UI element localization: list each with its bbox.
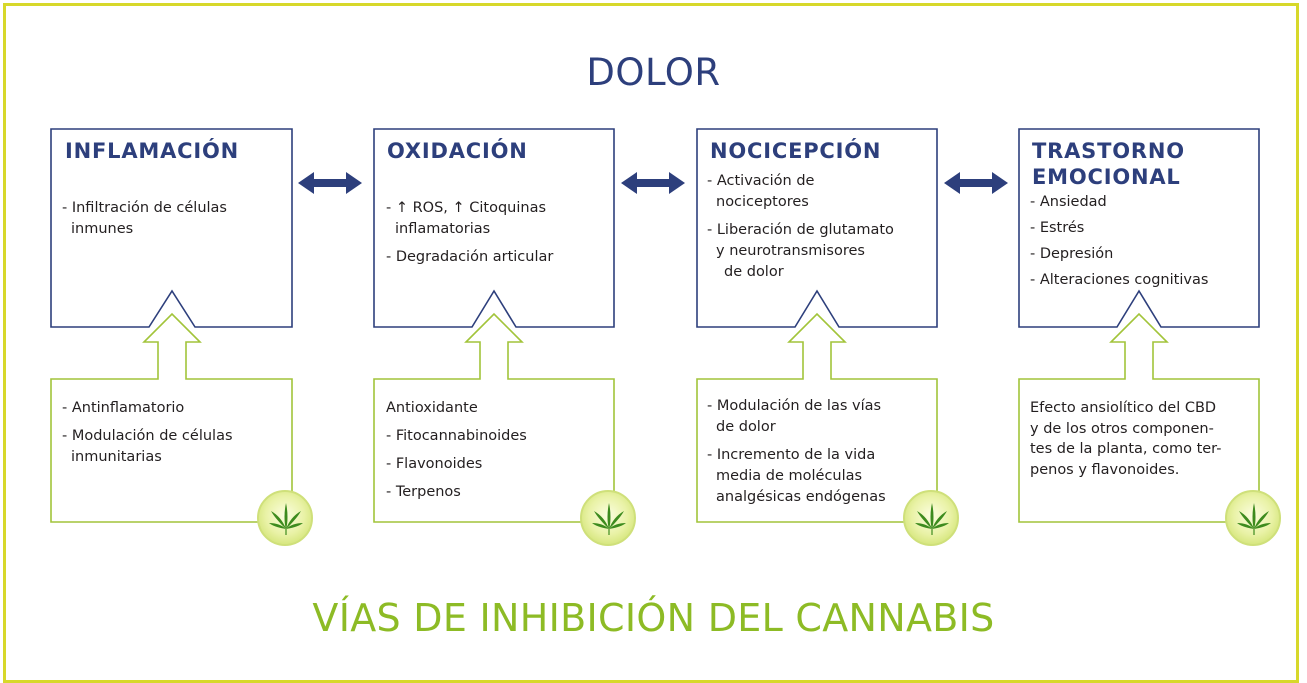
- list-item: - Alteraciones cognitivas: [1030, 272, 1209, 288]
- cannabis-list: - Antinflamatorio - Modulación de célula…: [62, 398, 282, 475]
- column-title: INFLAMACIÓN: [65, 139, 239, 163]
- list-item: - Ansiedad: [1030, 194, 1107, 210]
- effect-list: - Ansiedad - Estrés - Depresión - Altera…: [1030, 192, 1252, 298]
- list-item: - Terpenos: [386, 484, 461, 500]
- outer-frame: [3, 3, 1299, 683]
- cannabis-list: - Modulación de las vías de dolor - Incr…: [707, 396, 932, 515]
- column-1-shapes: [50, 128, 293, 523]
- list-item: - Modulación de las vías de dolor: [707, 398, 882, 435]
- list-item: - Depresión: [1030, 246, 1114, 262]
- column-title: TRASTORNO EMOCIONAL: [1032, 139, 1185, 189]
- effect-box-3: [696, 128, 938, 328]
- cannabis-list: Efecto ansiolítico del CBD y de los otro…: [1030, 398, 1252, 487]
- effect-list: - ↑ ROS, ↑ Citoquinas inflamatorias - De…: [386, 198, 608, 275]
- effect-box-4: [1018, 128, 1260, 328]
- list-item: - Infiltración de células inmunes: [62, 200, 227, 237]
- cannabis-box-1: [50, 312, 293, 523]
- list-item: - Degradación articular: [386, 249, 554, 265]
- column-title: NOCICEPCIÓN: [710, 139, 882, 163]
- effect-box-2: [373, 128, 615, 328]
- column-2-shapes: [373, 128, 615, 523]
- page-title: DOLOR: [586, 51, 721, 94]
- list-item: - Activación de nociceptores: [707, 173, 815, 210]
- list-item: - Estrés: [1030, 220, 1085, 236]
- effect-list: - Infiltración de células inmunes: [62, 198, 282, 247]
- list-item: - ↑ ROS, ↑ Citoquinas inflamatorias: [386, 200, 547, 237]
- double-arrow-icon: [621, 172, 685, 194]
- double-arrow-icon: [944, 172, 1008, 194]
- list-item: - Flavonoides: [386, 456, 483, 472]
- list-item: - Incremento de la vida media de molécul…: [707, 447, 886, 505]
- cannabis-box-3: [696, 312, 938, 523]
- column-3-shapes: [696, 128, 938, 523]
- column-title: OXIDACIÓN: [387, 139, 528, 163]
- cannabis-leaf-icon: [580, 490, 636, 546]
- cannabis-leaf-icon: [1225, 490, 1281, 546]
- column-4-shapes: [1018, 128, 1260, 523]
- list-item: - Fitocannabinoides: [386, 428, 527, 444]
- list-item: - Liberación de glutamato y neurotransmi…: [707, 222, 894, 280]
- effect-box-1: [50, 128, 293, 328]
- list-item: - Modulación de células inmunitarias: [62, 428, 233, 465]
- list-item: - Antinflamatorio: [62, 400, 185, 416]
- cannabis-leaf-icon: [903, 490, 959, 546]
- list-item: Antioxidante: [386, 400, 478, 416]
- double-arrow-icon: [298, 172, 362, 194]
- effect-list: - Activación de nociceptores - Liberació…: [707, 171, 932, 290]
- cannabis-box-2: [373, 312, 615, 523]
- list-item: Efecto ansiolítico del CBD y de los otro…: [1030, 400, 1222, 478]
- cannabis-box-4: [1018, 312, 1260, 523]
- footer-title: VÍAS DE INHIBICIÓN DEL CANNABIS: [312, 596, 995, 640]
- cannabis-list: Antioxidante - Fitocannabinoides - Flavo…: [386, 398, 608, 510]
- cannabis-leaf-icon: [257, 490, 313, 546]
